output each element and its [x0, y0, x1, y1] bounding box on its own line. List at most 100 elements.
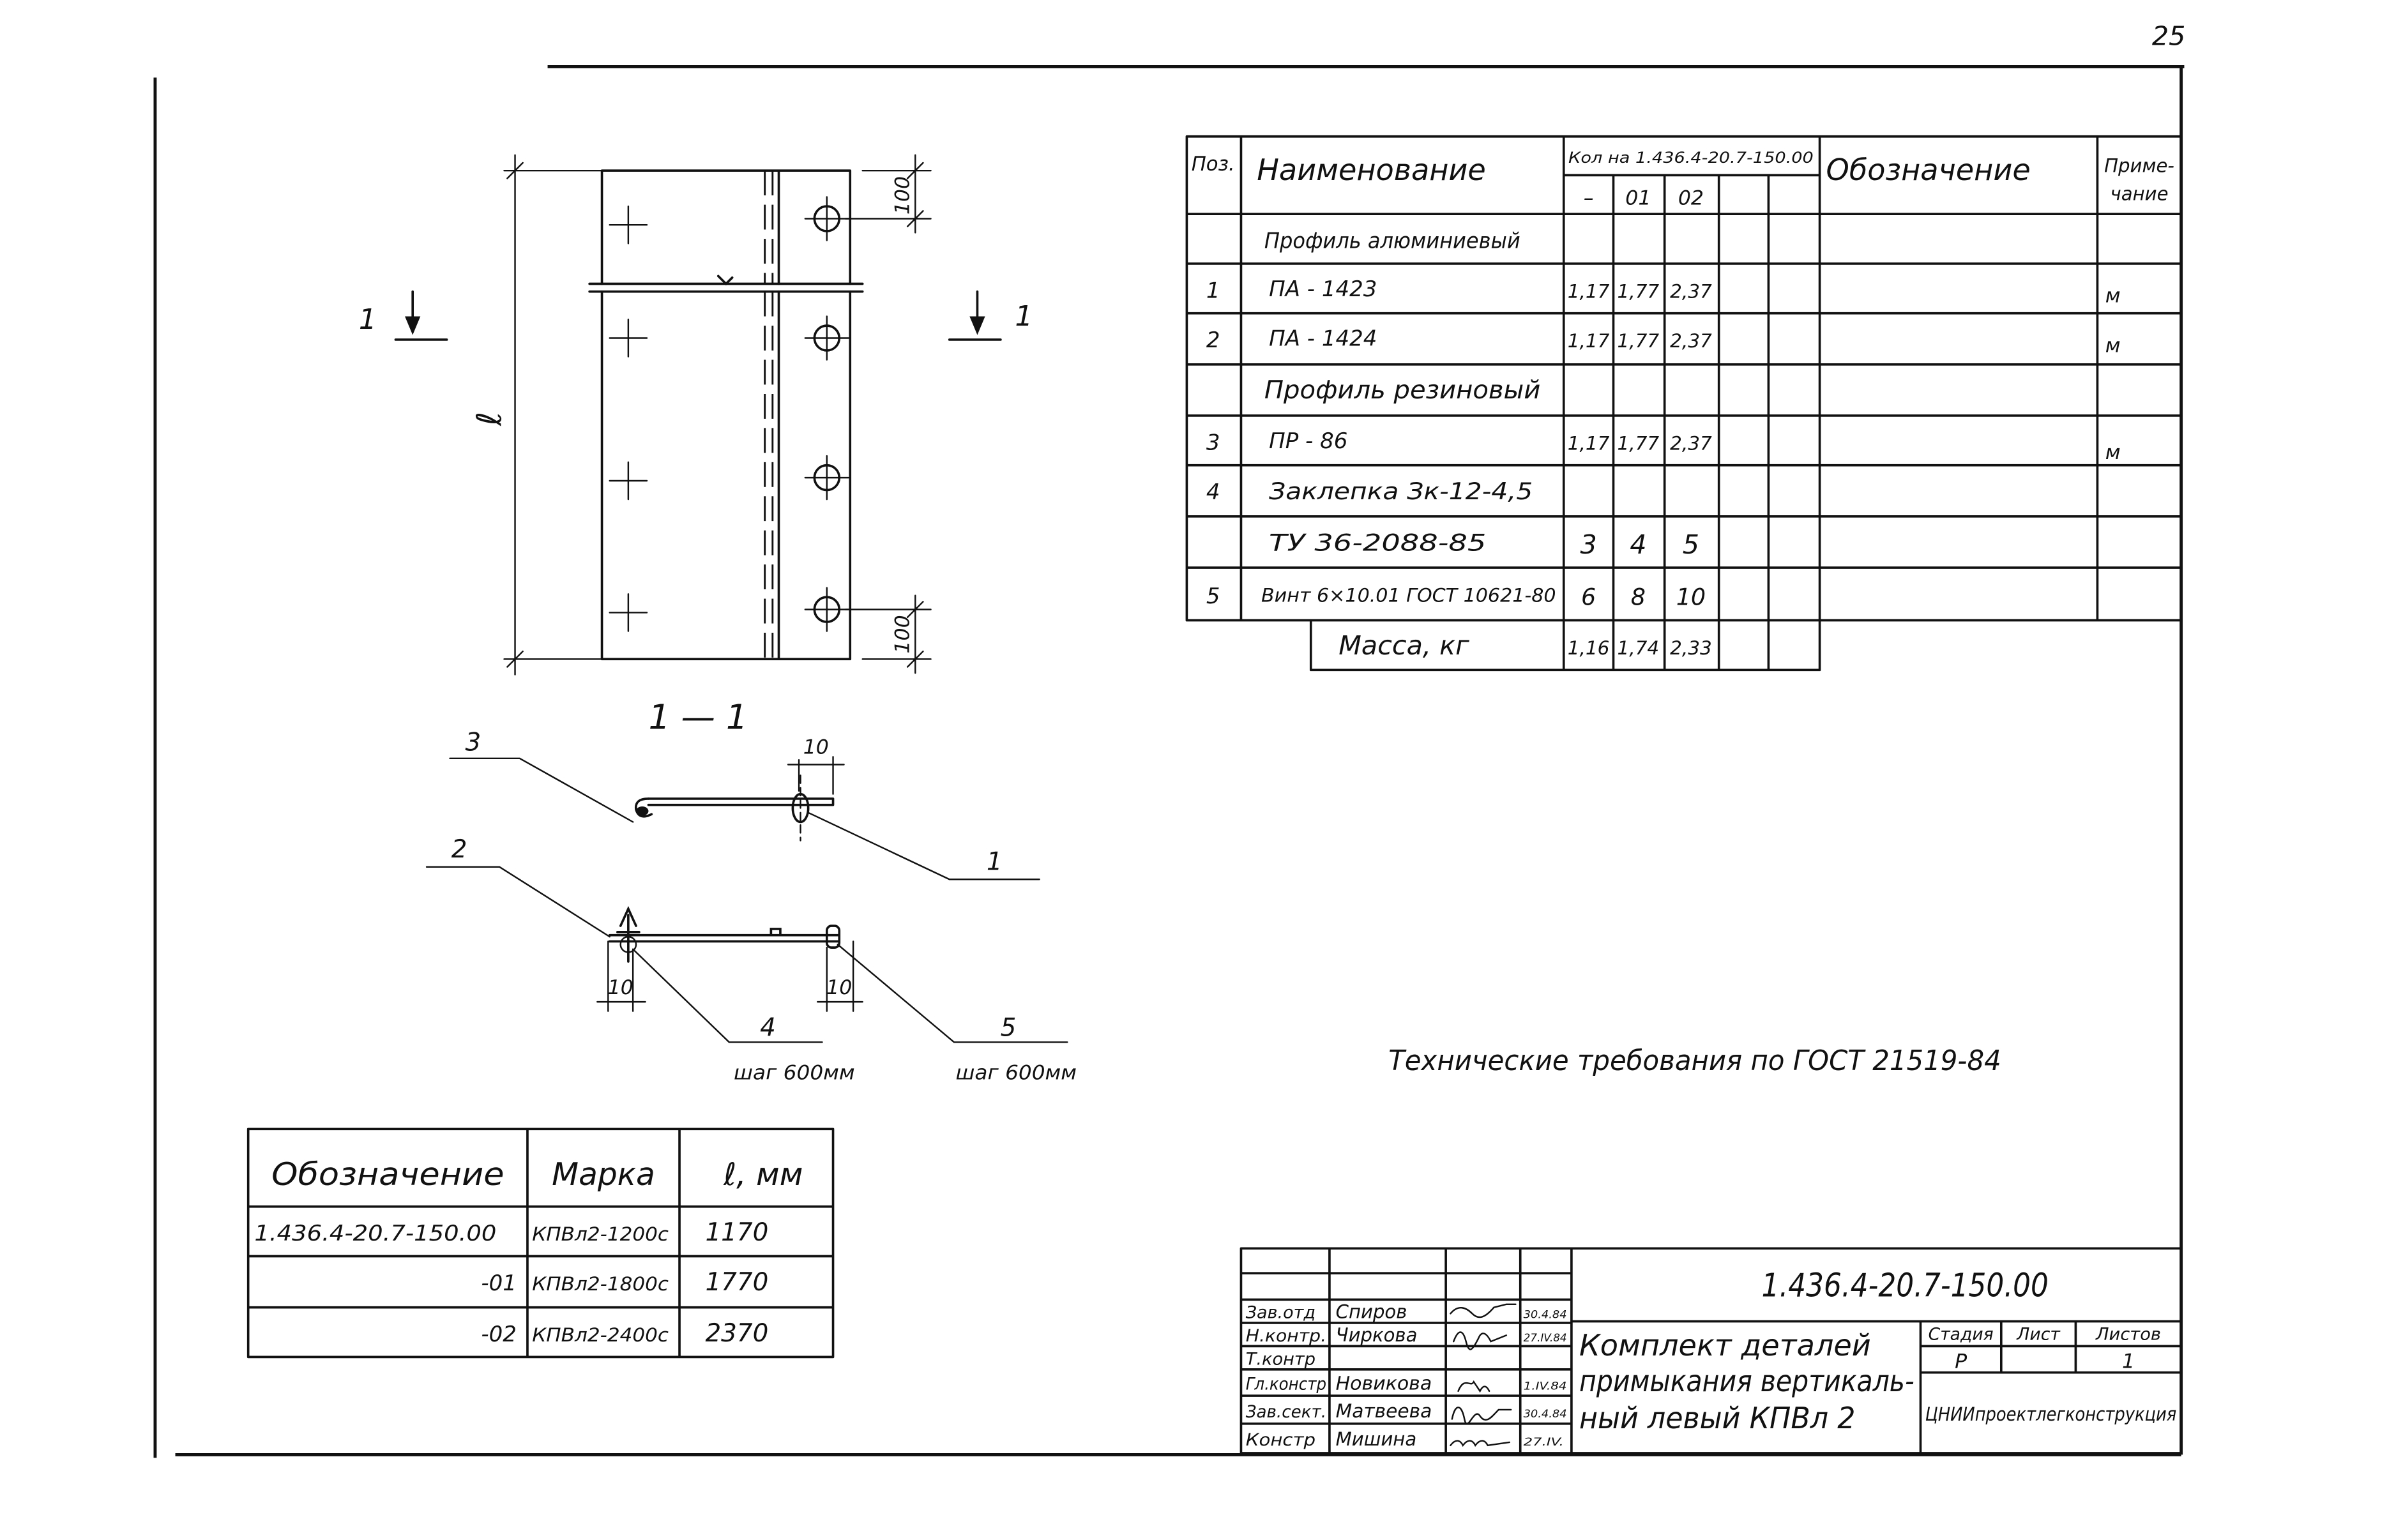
sheet-frame [153, 65, 2185, 1458]
marks-table: Обозначение Марка ℓ, мм 1.436.4-20.7-150… [246, 1128, 835, 1359]
staff-date: 30.4.84 [1524, 1309, 1567, 1322]
marks-row-length: 2370 [705, 1319, 768, 1348]
spec-row-pos: 5 [1206, 584, 1220, 609]
staff-date: 1.IV.84 [1524, 1380, 1567, 1393]
organization-name: ЦНИИпроектлегконструкция [1925, 1403, 2177, 1425]
spec-row-pos: 4 [1206, 479, 1220, 505]
spec-row-name: Винт 6×10.01 ГОСТ 10621-80 [1261, 584, 1556, 606]
section-arrow-left [394, 290, 448, 341]
section-mark-right: 1 [1015, 300, 1033, 333]
staff-role: Н.контр. [1246, 1326, 1326, 1346]
title-block-grid [1239, 1247, 2183, 1454]
spec-row-name: ПА - 1424 [1269, 326, 1377, 352]
staff-name: Мишина [1336, 1428, 1417, 1450]
spec-row-name: Профиль резиновый [1264, 376, 1540, 405]
marks-row-length: 1170 [705, 1218, 768, 1247]
callout-3: 3 [466, 728, 481, 757]
spec-table-grid [1185, 135, 2183, 672]
leader-5 [837, 944, 1068, 1043]
marks-row-mark: КПВл2-1200с [532, 1223, 669, 1245]
staff-role: Зав.сект. [1246, 1402, 1326, 1422]
rubber-profile [634, 797, 653, 818]
spec-header-note-1: Приме- [2104, 155, 2174, 177]
marks-header-designation: Обозначение [271, 1157, 504, 1193]
spec-row-pos: 2 [1206, 328, 1220, 353]
screw [616, 905, 641, 963]
hole-crosshairs [804, 196, 850, 632]
spec-row-qty: 4 [1630, 529, 1646, 560]
dimension-bottom-right [844, 594, 932, 674]
spec-row-qty: 10 [1676, 583, 1706, 610]
spec-mass-qty: 1,74 [1618, 637, 1660, 659]
spec-row-name: ТУ 36-2088-85 [1269, 529, 1486, 556]
dimension-rivet-upper-value: 10 [803, 736, 829, 759]
spec-header-pos: Поз. [1192, 153, 1235, 176]
spec-table: Поз. Наименование Кол на 1.436.4-20.7-15… [1185, 135, 2183, 672]
dimension-rivet-lower [817, 940, 863, 1012]
spec-row-qty: 2,37 [1670, 330, 1712, 352]
callout-2: 2 [451, 835, 467, 864]
staff-date: 27.IV.84 [1524, 1332, 1567, 1345]
plan-outline [600, 169, 852, 661]
step-note-4: шаг 600мм [734, 1062, 854, 1085]
staff-role: Гл.констр [1246, 1374, 1326, 1394]
staff-name: Чиркова [1336, 1324, 1418, 1346]
aluminium-profile-lower [608, 928, 839, 943]
staff-name: Спиров [1336, 1301, 1407, 1323]
document-title-line-3: ный левый КПВл 2 [1579, 1401, 1855, 1435]
spec-header-designation: Обозначение [1826, 153, 2031, 187]
signature [1457, 1380, 1490, 1393]
spec-row-qty: 8 [1631, 583, 1646, 610]
dimension-bottom-value: 100 [891, 615, 914, 653]
spec-mass-label: Масса, кг [1338, 630, 1469, 661]
section-view: 1 — 1 3 10 1 2 10 10 4 шаг 600мм 5 шаг 6… [425, 697, 1077, 1085]
signature [1451, 1407, 1512, 1425]
staff-role: Т.контр [1246, 1350, 1315, 1370]
spec-row-qty: 1,17 [1568, 432, 1610, 454]
section-mark-left: 1 [359, 303, 377, 336]
spec-row-pos: 3 [1206, 430, 1220, 455]
dimension-length-symbol: ℓ [469, 412, 510, 427]
spec-row-name: Профиль алюминиевый [1264, 229, 1520, 254]
spec-row-qty: 5 [1683, 529, 1699, 560]
spec-row-qty: 1,77 [1618, 280, 1660, 302]
aluminium-profile-upper [647, 797, 835, 806]
page-number: 25 [2152, 20, 2186, 51]
spec-header-note-2: чание [2111, 183, 2169, 204]
rivet-lower [825, 925, 841, 949]
spec-row-qty: 1,77 [1618, 432, 1660, 454]
arrowhead-left [405, 316, 421, 335]
staff-name: Новикова [1336, 1372, 1432, 1394]
dimension-rivet-upper [787, 756, 845, 795]
leader-4 [633, 949, 823, 1043]
sheets-label: Листов [2095, 1325, 2161, 1345]
marks-row-mark: КПВл2-1800с [532, 1273, 669, 1295]
marks-row-length: 1770 [705, 1268, 768, 1297]
spec-header-qty-group: Кол на 1.436.4-20.7-150.00 [1568, 148, 1814, 167]
fastener-holes [804, 196, 850, 632]
spec-header-qty-2: 02 [1678, 187, 1704, 210]
marks-header-length: ℓ, мм [723, 1157, 803, 1193]
marks-header-mark: Марка [552, 1157, 655, 1193]
spec-row-note: м [2105, 285, 2121, 308]
signatures [1450, 1303, 1517, 1447]
spec-header-name: Наименование [1257, 153, 1486, 187]
spec-row-note: м [2105, 441, 2121, 464]
hidden-edge-lines [764, 170, 774, 660]
spec-row-qty: 6 [1581, 583, 1596, 610]
hole-center-marks [609, 205, 648, 632]
marks-row-designation: -01 [481, 1271, 517, 1296]
spec-mass-qty: 1,16 [1568, 637, 1610, 659]
spec-header-qty-0: – [1584, 187, 1594, 210]
staff-name: Матвеева [1336, 1400, 1432, 1422]
spec-row-qty: 1,17 [1568, 330, 1610, 352]
spec-row-qty: 2,37 [1670, 432, 1712, 454]
dimension-top-value: 100 [891, 176, 914, 215]
spec-row-name: ПА - 1423 [1269, 276, 1377, 302]
marks-row-mark: КПВл2-2400с [532, 1324, 669, 1346]
spec-row-qty: 1,77 [1618, 330, 1660, 352]
leader-3 [449, 757, 634, 823]
dimension-rivet-lower-value: 10 [826, 976, 852, 999]
callout-4: 4 [760, 1014, 776, 1043]
